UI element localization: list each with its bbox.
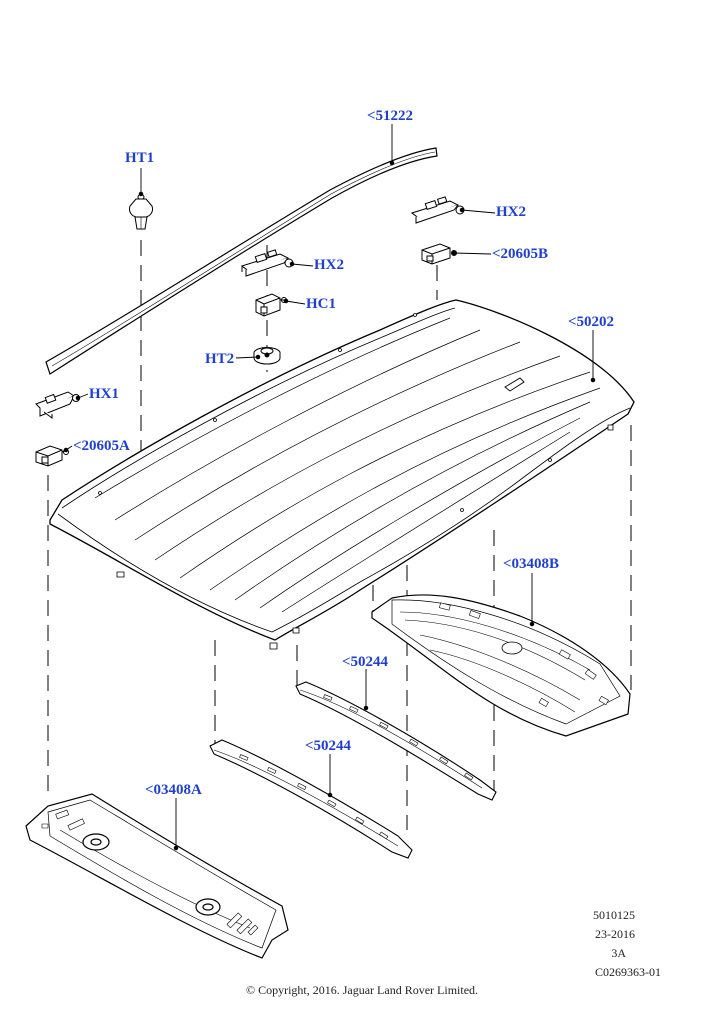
callout-03408a[interactable]: <03408A <box>145 782 202 798</box>
header-panel-03408a[interactable] <box>26 794 288 958</box>
callout-hx2-right[interactable]: HX2 <box>496 204 526 220</box>
revision-code: 3A <box>611 946 626 960</box>
roof-moulding-51222[interactable] <box>46 148 437 374</box>
leader-lines <box>63 124 596 851</box>
clip-20605b[interactable] <box>422 244 457 264</box>
push-pin-ht1[interactable] <box>129 195 152 230</box>
pad-ht2[interactable] <box>254 348 280 365</box>
callout-20605b[interactable]: <20605B <box>492 246 549 262</box>
illustration-number: 5010125 <box>593 908 635 922</box>
callout-ht2[interactable]: HT2 <box>205 351 235 367</box>
bracket-hx1[interactable] <box>36 392 80 418</box>
callout-51222[interactable]: <51222 <box>367 108 414 124</box>
clip-hc1[interactable] <box>256 294 287 316</box>
callout-hx1[interactable]: HX1 <box>89 386 119 402</box>
copyright-notice: © Copyright, 2016. Jaguar Land Rover Lim… <box>245 983 479 997</box>
roof-panel-50202[interactable] <box>50 300 634 649</box>
bracket-hx2-right[interactable] <box>412 197 464 223</box>
callout-hc1[interactable]: HC1 <box>306 296 336 312</box>
callout-03408b[interactable]: <03408B <box>503 556 560 572</box>
roof-bow-50244-lower[interactable] <box>210 740 412 858</box>
callout-20605a[interactable]: <20605A <box>73 438 130 454</box>
callout-50244-lower[interactable]: <50244 <box>305 738 352 754</box>
callout-hx2-center[interactable]: HX2 <box>314 257 344 273</box>
header-panel-03408b[interactable] <box>372 595 630 736</box>
callout-ht1[interactable]: HT1 <box>125 150 155 166</box>
roof-bow-50244-upper[interactable] <box>296 682 496 800</box>
catalog-code: C0269363-01 <box>595 965 661 979</box>
clip-20605a[interactable] <box>36 446 69 466</box>
callout-50244-upper[interactable]: <50244 <box>342 654 389 670</box>
date-code: 23-2016 <box>595 927 635 941</box>
callout-50202[interactable]: <50202 <box>568 314 615 330</box>
bracket-hx2-center[interactable] <box>242 250 293 276</box>
